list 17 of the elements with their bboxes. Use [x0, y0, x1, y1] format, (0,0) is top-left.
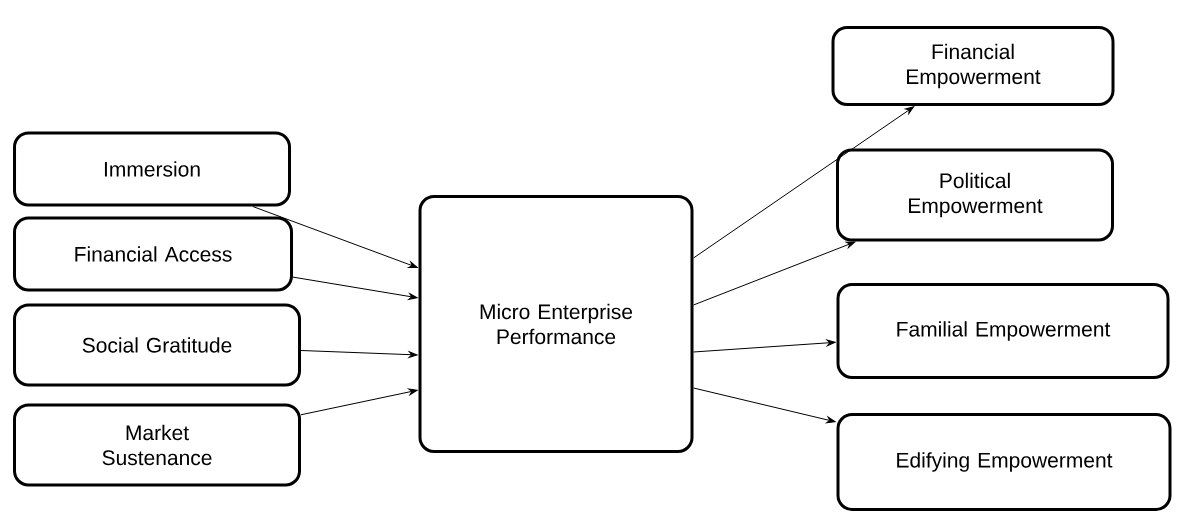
process-box: Financial Empowerment	[831, 26, 1115, 106]
arrow	[693, 339, 836, 353]
central-box: Micro Enterprise Performance	[418, 195, 694, 453]
arrow	[693, 106, 915, 259]
process-box: Political Empowerment	[836, 148, 1114, 242]
arrow	[252, 206, 418, 268]
process-box: Social Gratitude	[13, 303, 301, 387]
arrow	[292, 276, 418, 300]
arrow	[693, 241, 856, 306]
arrow	[300, 388, 418, 416]
process-box: Financial Access	[13, 216, 293, 292]
arrow	[693, 387, 836, 424]
process-box: Edifying Empowerment	[836, 413, 1172, 511]
process-box: Familial Empowerment	[836, 283, 1170, 379]
process-box: Immersion	[13, 131, 291, 207]
process-box: Market Sustenance	[13, 403, 301, 487]
arrow	[300, 350, 418, 358]
